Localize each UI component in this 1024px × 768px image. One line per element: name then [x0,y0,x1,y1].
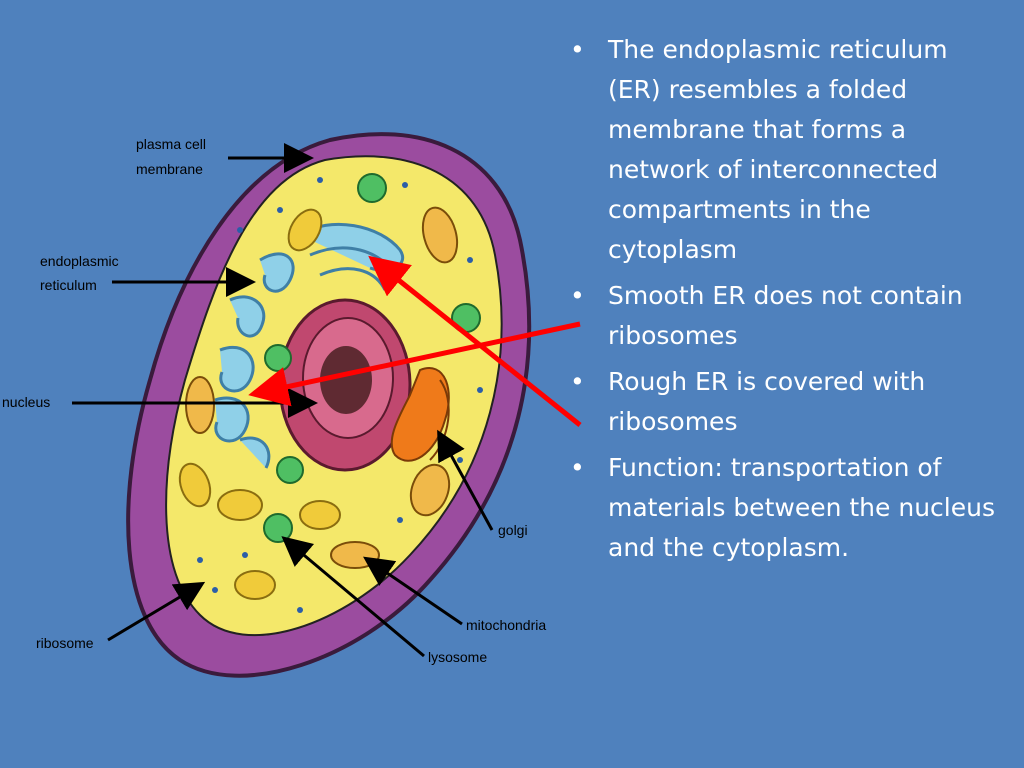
label-er-1: endoplasmic [40,253,119,269]
label-nucleus: nucleus [2,394,50,410]
bullet-marker: • [570,281,585,310]
red-arrow-smooth-er [248,321,581,407]
lysosomes [263,173,481,543]
label-golgi: golgi [498,522,528,538]
bullet-item: • Function: transportation of materials b… [564,448,1004,568]
vesicles [178,208,341,600]
red-arrow-rough-er [368,255,582,427]
golgi-apparatus [390,367,450,462]
bullet-text: Smooth ER does not contain ribosomes [608,281,963,350]
annotation-arrows [248,255,582,427]
bullet-marker: • [570,453,585,482]
nucleolus [320,346,372,414]
arrow-ribosome [107,581,206,642]
endoplasmic-reticulum [214,222,404,469]
bullet-text: Rough ER is covered with ribosomes [608,367,926,436]
arrow-mitochondria [363,556,463,626]
arrow-lysosome [281,536,425,658]
bullet-text: Function: transportation of materials be… [608,453,995,562]
bullet-item: • The endoplasmic reticulum (ER) resemble… [564,30,1004,270]
label-plasma-membrane-1: plasma cell [136,136,206,152]
diagram-labels: plasma cell membrane endoplasmic reticul… [2,136,546,665]
label-er-2: reticulum [40,277,97,293]
label-plasma-membrane-2: membrane [136,161,203,177]
bullet-text: The endoplasmic reticulum (ER) resembles… [608,35,948,264]
bullet-marker: • [570,35,585,64]
bullet-list: • The endoplasmic reticulum (ER) resemble… [564,30,1004,574]
ribosomes [197,177,483,613]
label-ribosome: ribosome [36,635,94,651]
mitochondria [185,206,459,569]
label-mitochondria: mitochondria [466,617,546,633]
bullet-marker: • [570,367,585,396]
arrow-golgi [437,429,494,531]
label-lysosome: lysosome [428,649,487,665]
bullet-item: • Rough ER is covered with ribosomes [564,362,1004,442]
bullet-item: • Smooth ER does not contain ribosomes [564,276,1004,356]
